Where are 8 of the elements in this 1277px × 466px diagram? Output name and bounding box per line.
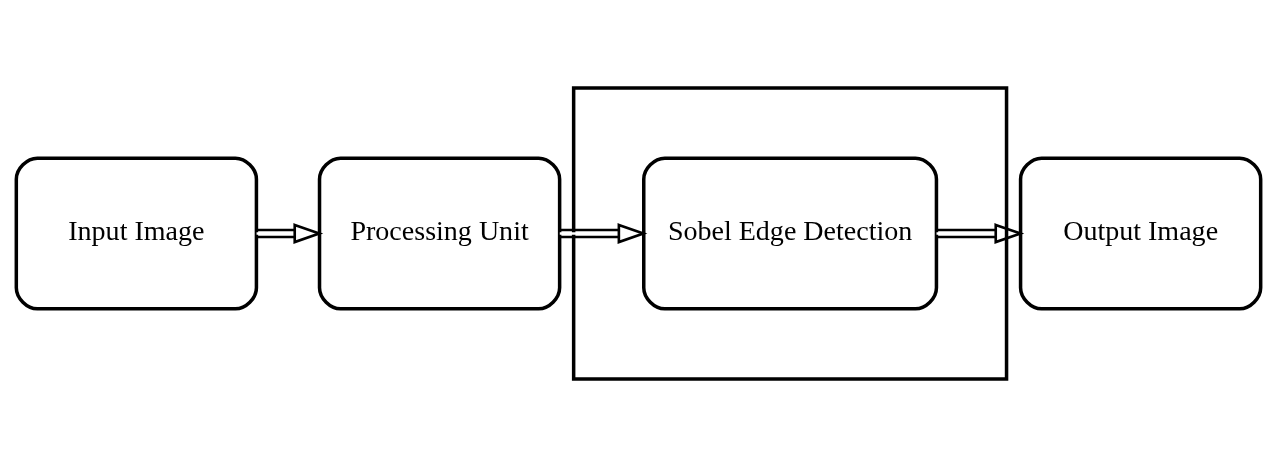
node-box: Sobel Edge Detection [642,155,939,311]
node-box: Input Image [14,155,259,311]
node-box: Output Image [1018,155,1263,311]
node-box: Processing Unit [317,155,562,311]
arrow [936,222,1025,244]
arrow [256,222,324,244]
arrow [559,222,648,244]
cluster [571,85,1009,381]
